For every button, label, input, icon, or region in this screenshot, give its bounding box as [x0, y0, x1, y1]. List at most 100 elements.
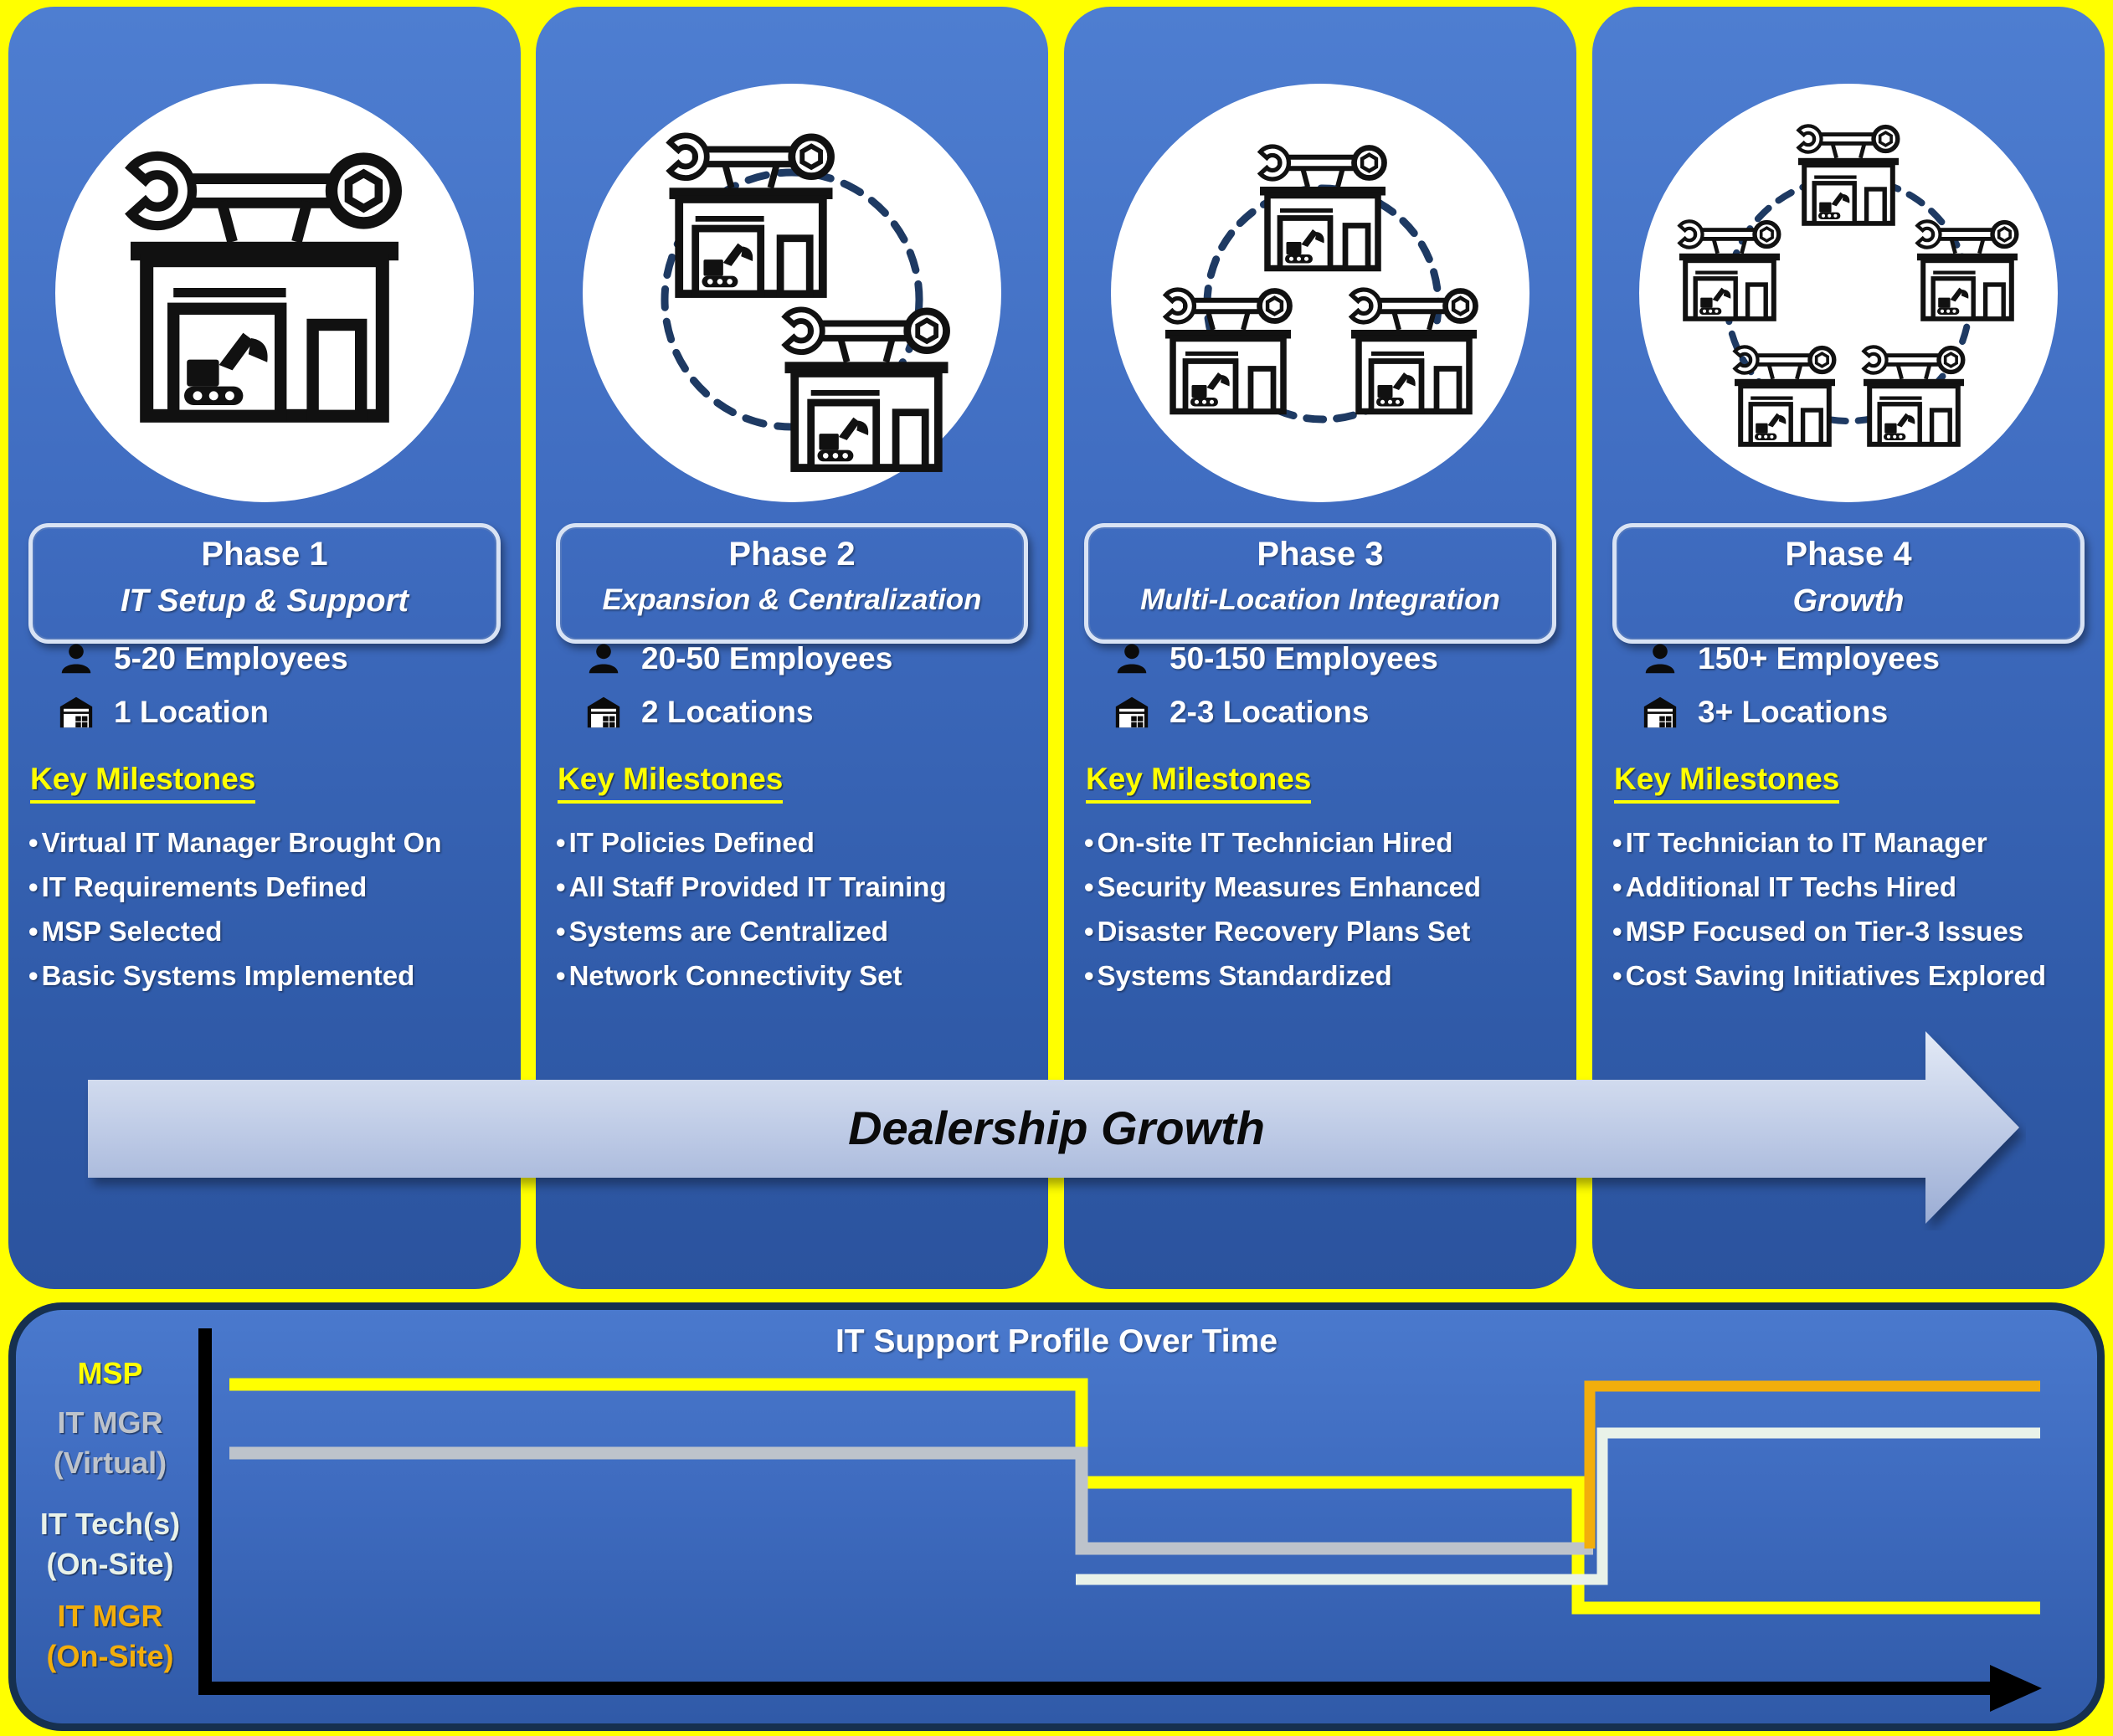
employees-row: 150+ Employees: [1641, 633, 2093, 685]
milestone-text: MSP Focused on Tier-3 Issues: [1625, 916, 2024, 947]
milestone-item: Systems Standardized: [1084, 953, 1571, 998]
milestone-text: Basic Systems Implemented: [41, 960, 415, 991]
legend-techs-line1: IT Tech(s): [39, 1507, 181, 1541]
warehouse-icon: [1643, 696, 1677, 728]
milestones-heading: Key Milestones: [30, 762, 256, 804]
legend-it-mgr-virtual: IT MGR (Virtual): [24, 1403, 196, 1483]
phase-1-card: Phase 1 IT Setup & Support 5-20 Employee…: [8, 7, 521, 1289]
locations-label: 1 Location: [114, 695, 270, 729]
warehouse-icon: [59, 696, 93, 728]
milestone-item: Cost Saving Initiatives Explored: [1612, 953, 2100, 998]
milestone-text: IT Technician to IT Manager: [1625, 827, 1987, 858]
locations-row: 3+ Locations: [1641, 686, 2093, 738]
growth-arrow-label: Dealership Growth: [848, 1102, 1265, 1154]
phase-2-header: Phase 2 Expansion & Centralization: [556, 523, 1028, 644]
milestones-list: IT Policies Defined All Staff Provided I…: [556, 820, 1043, 998]
three-dealerships-icon: [1111, 84, 1529, 424]
milestones-heading: Key Milestones: [1614, 762, 1840, 804]
milestone-text: On-site IT Technician Hired: [1097, 827, 1453, 858]
it-support-profile-panel: IT Support Profile Over Time MSP IT MGR …: [8, 1302, 2105, 1731]
locations-row: 1 Location: [57, 686, 509, 738]
milestone-item: All Staff Provided IT Training: [556, 865, 1043, 909]
milestone-item: Virtual IT Manager Brought On: [28, 820, 516, 865]
legend-onsite-line1: IT MGR: [57, 1599, 163, 1633]
milestone-item: Additional IT Techs Hired: [1612, 865, 2100, 909]
milestone-text: MSP Selected: [41, 916, 223, 947]
milestone-item: Network Connectivity Set: [556, 953, 1043, 998]
employees-row: 20-50 Employees: [584, 633, 1036, 685]
phase-2-card: Phase 2 Expansion & Centralization 20-50…: [536, 7, 1048, 1289]
milestones-list: IT Technician to IT Manager Additional I…: [1612, 820, 2100, 998]
legend-onsite-line2: (On-Site): [46, 1639, 174, 1673]
employees-row: 50-150 Employees: [1113, 633, 1565, 685]
phase-1-icon-circle: [55, 84, 474, 502]
phase-3-icon-circle: [1111, 84, 1529, 502]
phase-subtitle: IT Setup & Support: [120, 583, 409, 619]
milestone-text: Additional IT Techs Hired: [1625, 871, 1956, 902]
legend-it-techs-onsite: IT Tech(s) (On-Site): [24, 1504, 196, 1584]
milestone-text: All Staff Provided IT Training: [568, 871, 947, 902]
phase-3-card: Phase 3 Multi-Location Integration 50-15…: [1064, 7, 1576, 1289]
milestone-text: IT Requirements Defined: [41, 871, 368, 902]
phase-4-icon-circle: [1639, 84, 2058, 502]
phase-title: Phase 3: [1257, 536, 1384, 573]
milestone-item: MSP Focused on Tier-3 Issues: [1612, 909, 2100, 953]
single-dealership-icon: [55, 84, 474, 502]
milestone-text: IT Policies Defined: [568, 827, 815, 858]
milestone-item: IT Requirements Defined: [28, 865, 516, 909]
legend-virtual-line1: IT MGR: [57, 1405, 163, 1440]
milestone-item: Security Measures Enhanced: [1084, 865, 1571, 909]
milestone-text: Cost Saving Initiatives Explored: [1625, 960, 2047, 991]
phase-1-header: Phase 1 IT Setup & Support: [28, 523, 501, 644]
warehouse-icon: [1115, 696, 1149, 728]
milestone-item: MSP Selected: [28, 909, 516, 953]
phase-title: Phase 4: [1785, 536, 1912, 573]
person-icon: [589, 644, 619, 674]
milestone-item: Basic Systems Implemented: [28, 953, 516, 998]
warehouse-icon: [587, 696, 620, 728]
milestone-item: On-site IT Technician Hired: [1084, 820, 1571, 865]
milestone-item: IT Technician to IT Manager: [1612, 820, 2100, 865]
five-dealerships-icon: [1639, 84, 2058, 502]
person-icon: [61, 644, 91, 674]
legend-msp-line1: MSP: [77, 1356, 143, 1390]
milestone-text: Network Connectivity Set: [568, 960, 902, 991]
locations-label: 3+ Locations: [1698, 695, 1889, 729]
milestone-item: Systems are Centralized: [556, 909, 1043, 953]
phase-subtitle: Expansion & Centralization: [602, 583, 982, 616]
phase-title: Phase 2: [728, 536, 856, 573]
step-chart: [198, 1328, 2042, 1712]
employees-label: 150+ Employees: [1698, 641, 1940, 675]
milestone-text: Disaster Recovery Plans Set: [1097, 916, 1471, 947]
employees-label: 5-20 Employees: [114, 641, 348, 675]
phase-3-header: Phase 3 Multi-Location Integration: [1084, 523, 1556, 644]
employees-label: 20-50 Employees: [641, 641, 893, 675]
growth-arrow: [88, 1031, 2019, 1224]
employees-label: 50-150 Employees: [1170, 641, 1438, 675]
legend-msp: MSP: [24, 1353, 196, 1394]
milestone-item: IT Policies Defined: [556, 820, 1043, 865]
legend-virtual-line2: (Virtual): [53, 1446, 167, 1480]
milestones-heading: Key Milestones: [558, 762, 784, 804]
employees-row: 5-20 Employees: [57, 633, 509, 685]
person-icon: [1117, 644, 1147, 674]
milestone-text: Virtual IT Manager Brought On: [41, 827, 442, 858]
two-dealerships-icon: [661, 84, 1001, 502]
person-icon: [1645, 644, 1675, 674]
phase-subtitle: Growth: [1792, 583, 1905, 619]
milestone-item: Disaster Recovery Plans Set: [1084, 909, 1571, 953]
phase-4-card: Phase 4 Growth 150+ Employees 3+ Locatio…: [1592, 7, 2105, 1289]
phase-subtitle: Multi-Location Integration: [1140, 583, 1500, 616]
growth-arrow-shape: [88, 1031, 2019, 1224]
milestone-text: Systems are Centralized: [568, 916, 889, 947]
phase-4-header: Phase 4 Growth: [1612, 523, 2085, 644]
locations-row: 2 Locations: [584, 686, 1036, 738]
legend-techs-line2: (On-Site): [46, 1547, 174, 1581]
legend-it-mgr-onsite: IT MGR (On-Site): [24, 1596, 196, 1677]
phase-title: Phase 1: [201, 536, 328, 573]
locations-label: 2 Locations: [641, 695, 814, 729]
milestone-text: Security Measures Enhanced: [1097, 871, 1482, 902]
milestone-text: Systems Standardized: [1097, 960, 1392, 991]
chart-title: IT Support Profile Over Time: [835, 1323, 1278, 1359]
